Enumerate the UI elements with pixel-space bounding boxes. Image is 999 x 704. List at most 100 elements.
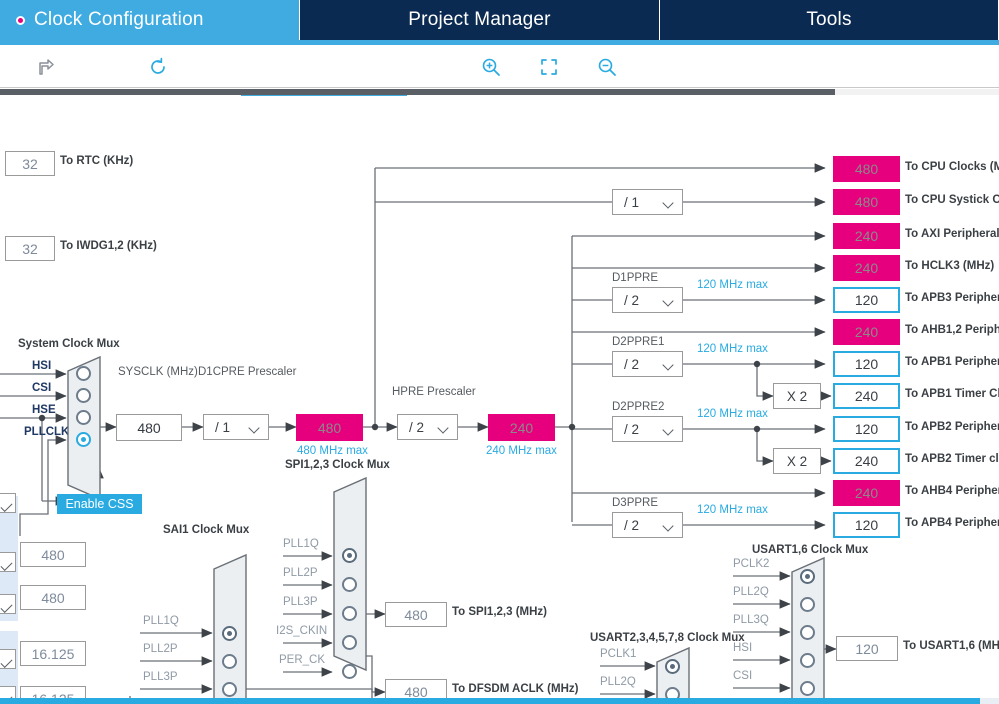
usart16-input-label-pll3q: PLL3Q — [733, 614, 769, 626]
output-box-cpu-clocks[interactable]: 480 — [833, 156, 900, 182]
systick-prescaler-select[interactable]: / 1 — [612, 189, 683, 215]
sai1-radio-pll1q[interactable] — [222, 626, 237, 641]
output-label-usart16: To USART1,6 (MHz) — [903, 640, 999, 652]
spi123-clock-mux[interactable] — [332, 476, 368, 679]
output-label-ahb4-peripheral: To AHB4 Peripheral Clocks (MHz) — [905, 485, 999, 497]
scrollbar-thumb-bottom[interactable] — [0, 698, 980, 704]
usart-other-clock-mux[interactable] — [655, 646, 691, 698]
pll-checkbox-5[interactable] — [0, 686, 16, 698]
canvas-horizontal-scrollbar-bottom[interactable] — [0, 698, 999, 704]
zoom-in-icon[interactable] — [478, 55, 504, 79]
d1cpre-prescaler-label: D1CPRE Prescaler — [198, 366, 297, 378]
tab-project-manager-label: Project Manager — [408, 9, 551, 30]
d1cpre-output-box[interactable]: 480 — [296, 414, 363, 441]
d1cpre-prescaler-select[interactable]: / 1 — [203, 414, 269, 440]
apb1-timer-multiplier: X 2 — [773, 383, 821, 409]
pll-value-box-3[interactable]: 16.125 — [20, 641, 86, 666]
output-label-cpu-systick: To CPU Systick Clock (MHz) — [905, 194, 999, 206]
sysmux-radio-csi[interactable] — [76, 388, 91, 403]
usart16-radio-hsi[interactable] — [800, 653, 815, 668]
output-box-ahb12-peripheral[interactable]: 240 — [833, 319, 900, 345]
pll-value-box-4[interactable]: 16.125 — [20, 686, 86, 698]
d1ppre-value: / 2 — [624, 292, 640, 308]
usart16-radio-pll2q[interactable] — [800, 597, 815, 612]
tab-clock-configuration-label: Clock Configuration — [34, 9, 204, 30]
spi123-input-label-pll2p: PLL2P — [283, 567, 318, 579]
spi123-radio-i2sckin[interactable] — [342, 635, 357, 650]
pll-value-box-2[interactable]: 480 — [20, 585, 86, 610]
clock-toolbar: Resolve Clock Issues — [0, 45, 999, 123]
system-clock-mux[interactable] — [66, 355, 102, 501]
usart16-radio-pll3q[interactable] — [800, 625, 815, 640]
spi123-radio-perck[interactable] — [342, 664, 357, 679]
output-box-dfsdm[interactable]: 480 — [385, 679, 447, 698]
output-box-apb2-peripheral[interactable]: 120 — [833, 416, 900, 442]
export-icon[interactable] — [33, 55, 59, 79]
output-box-apb4-peripheral[interactable]: 120 — [833, 512, 900, 538]
d3ppre-select[interactable]: / 2 — [612, 512, 683, 538]
pll-checkbox-4[interactable] — [0, 649, 16, 669]
output-box-apb3-peripheral[interactable]: 120 — [833, 287, 900, 313]
output-box-apb2-timer[interactable]: 240 — [833, 448, 900, 474]
enable-css-button[interactable]: Enable CSS — [57, 494, 142, 514]
pll-checkbox-3[interactable] — [0, 594, 16, 614]
sysclk-value-box[interactable]: 480 — [116, 414, 182, 441]
pll-checkbox-2[interactable] — [0, 552, 16, 572]
usart16-clock-mux[interactable] — [790, 556, 826, 698]
usart-other-radio-pll2q[interactable] — [665, 687, 680, 698]
tab-bar-underline — [0, 40, 999, 45]
output-box-ahb4-peripheral[interactable]: 240 — [833, 480, 900, 506]
spi123-input-label-perck: PER_CK — [279, 654, 326, 666]
tab-tools[interactable]: Tools — [660, 0, 999, 40]
chevron-down-icon — [664, 297, 673, 303]
chevron-down-icon — [664, 361, 673, 367]
output-box-cpu-systick[interactable]: 480 — [833, 189, 900, 215]
tab-clock-configuration[interactable]: Clock Configuration — [0, 0, 300, 40]
output-box-spi123[interactable]: 480 — [385, 602, 447, 627]
output-box-apb1-timer[interactable]: 240 — [833, 383, 900, 409]
tab-project-manager[interactable]: Project Manager — [300, 0, 660, 40]
usart-other-input-label-pll2q: PLL2Q — [600, 676, 636, 688]
d3ppre-value: / 2 — [624, 517, 640, 533]
sysmux-radio-hsi[interactable] — [76, 366, 91, 381]
output-label-axi-peripheral: To AXI Peripheral Clocks (MHz) — [905, 228, 999, 240]
sai1-clock-mux[interactable] — [212, 553, 248, 698]
hpre-output-box[interactable]: 240 — [488, 414, 555, 441]
usart16-radio-pclk2[interactable] — [800, 569, 815, 584]
sai1-input-label-pll1q: PLL1Q — [143, 615, 179, 627]
rtc-value-box[interactable]: 32 — [5, 151, 55, 176]
reset-icon[interactable] — [145, 55, 171, 79]
sysmux-radio-hse[interactable] — [76, 410, 91, 425]
output-box-hclk3[interactable]: 240 — [833, 255, 900, 281]
clock-tree-canvas[interactable]: 32 To RTC (KHz) 32 To IWDG1,2 (KHz) Syst… — [0, 96, 999, 698]
output-box-axi-peripheral[interactable]: 240 — [833, 223, 900, 249]
output-box-usart16[interactable]: 120 — [836, 636, 898, 661]
d1ppre-select[interactable]: / 2 — [612, 287, 683, 313]
pll-checkbox-1[interactable] — [0, 493, 16, 513]
d2ppre1-select[interactable]: / 2 — [612, 351, 683, 377]
iwdg-value-box[interactable]: 32 — [5, 236, 55, 261]
spi123-radio-pll2p[interactable] — [342, 577, 357, 592]
usart-other-radio-pclk1[interactable] — [665, 659, 680, 674]
zoom-out-icon[interactable] — [594, 55, 620, 79]
d2ppre2-select[interactable]: / 2 — [612, 416, 683, 442]
usart16-radio-csi[interactable] — [800, 681, 815, 696]
sai1-radio-pll2p[interactable] — [222, 654, 237, 669]
main-tab-bar: Clock Configuration Project Manager Tool… — [0, 0, 999, 40]
spi123-radio-pll1q[interactable] — [342, 548, 357, 563]
spi123-radio-pll3p[interactable] — [342, 606, 357, 621]
sysmux-input-label-csi: CSI — [32, 382, 52, 394]
sysmux-input-label-pllclk: PLLCLK — [24, 426, 70, 438]
tab-tools-label: Tools — [806, 9, 852, 30]
sai1-radio-pll3p[interactable] — [222, 682, 237, 697]
fit-to-screen-icon[interactable] — [536, 55, 562, 79]
scrollbar-thumb[interactable] — [0, 89, 835, 95]
output-box-apb1-peripheral[interactable]: 120 — [833, 351, 900, 377]
canvas-horizontal-scrollbar-top[interactable] — [0, 89, 999, 95]
hpre-prescaler-select[interactable]: / 2 — [397, 414, 458, 440]
output-label-apb2-peripheral: To APB2 Peripheral Clocks (MHz) — [905, 421, 999, 433]
sysmux-input-label-hse: HSE — [32, 404, 56, 416]
d1ppre-max-note: 120 MHz max — [697, 279, 768, 291]
pll-value-box-1[interactable]: 480 — [20, 542, 86, 567]
sysmux-radio-pllclk[interactable] — [76, 432, 91, 447]
